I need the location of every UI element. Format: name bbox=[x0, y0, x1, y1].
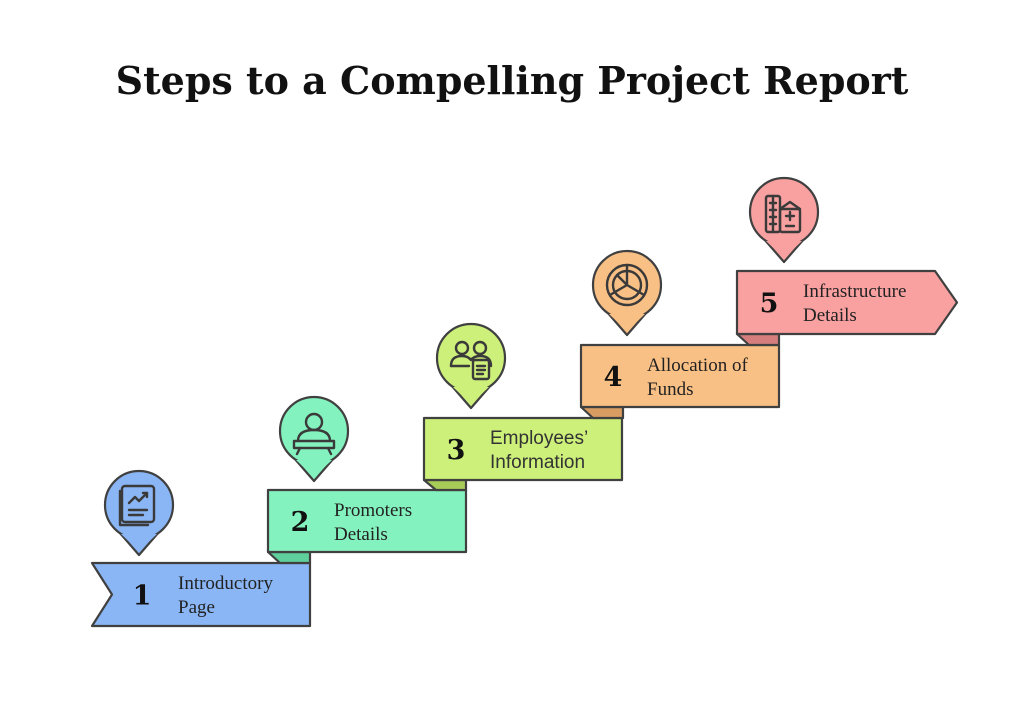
step-3-label-line-1: Employees’ bbox=[490, 428, 588, 449]
pin-circle bbox=[435, 322, 507, 394]
employees-document-icon bbox=[449, 340, 493, 381]
step-1-label-line-1: Introductory bbox=[178, 573, 273, 594]
pin-circle bbox=[748, 176, 820, 248]
buildings-icon-stroke bbox=[784, 210, 796, 228]
pin-joint bbox=[296, 460, 332, 477]
employees-document-icon-stroke bbox=[472, 340, 488, 356]
presenter-pin bbox=[278, 395, 350, 483]
step-1-banner bbox=[90, 561, 312, 628]
step-5-number: 5 bbox=[760, 289, 779, 320]
diagram-title: Steps to a Compelling Project Report bbox=[116, 58, 909, 103]
document-chart-icon-stroke bbox=[118, 489, 150, 527]
employees-document-pin bbox=[435, 322, 507, 410]
pin-joint bbox=[609, 314, 645, 331]
step-3-number: 3 bbox=[447, 435, 466, 466]
step-5-label-line-2: Details bbox=[803, 305, 857, 326]
pin-joint bbox=[121, 534, 157, 551]
pie-chart-pin bbox=[591, 249, 663, 337]
step-2-label-line-2: Details bbox=[334, 524, 388, 545]
step-2-banner bbox=[266, 488, 468, 554]
presenter-icon-stroke bbox=[292, 439, 336, 450]
step-4-banner bbox=[579, 343, 781, 409]
step-3-label-line-2: Information bbox=[490, 452, 585, 473]
step-2-number: 2 bbox=[291, 507, 310, 538]
step-2-label-line-1: Promoters bbox=[334, 500, 412, 521]
employees-document-icon-stroke bbox=[471, 358, 491, 381]
document-chart-icon-stroke bbox=[127, 491, 149, 505]
step-5-fold bbox=[735, 332, 781, 347]
presenter-icon-stroke bbox=[295, 446, 333, 456]
document-chart-pin bbox=[103, 469, 175, 557]
step-5-banner bbox=[735, 269, 959, 336]
buildings-icon bbox=[764, 194, 802, 234]
step-1-number: 1 bbox=[133, 581, 152, 612]
document-chart-icon bbox=[118, 484, 156, 527]
employees-document-icon-stroke bbox=[454, 340, 470, 356]
buildings-icon-stroke bbox=[778, 200, 802, 211]
buildings-icon-stroke bbox=[778, 207, 802, 234]
employees-document-icon-stroke bbox=[449, 354, 493, 368]
step-4-label-line-1: Allocation of bbox=[647, 355, 748, 376]
step-4-number: 4 bbox=[604, 362, 623, 393]
document-chart-icon-stroke bbox=[127, 508, 149, 517]
pin-circle bbox=[103, 469, 175, 541]
pie-chart-icon bbox=[605, 263, 649, 307]
pin-joint bbox=[453, 387, 489, 404]
document-chart-icon-stroke bbox=[141, 491, 149, 499]
pie-chart-icon-stroke bbox=[608, 263, 646, 297]
presenter-icon-stroke bbox=[296, 428, 332, 443]
step-3-fold bbox=[422, 478, 468, 492]
buildings-pin bbox=[748, 176, 820, 264]
step-4-label-line-2: Funds bbox=[647, 379, 693, 400]
step-5-label-line-1: Infrastructure bbox=[803, 281, 906, 302]
step-2-fold bbox=[266, 550, 312, 565]
step-1-label-line-2: Page bbox=[178, 597, 215, 618]
step-4-fold bbox=[579, 405, 625, 420]
document-chart-icon-stroke bbox=[120, 484, 156, 524]
presenter-icon bbox=[292, 412, 336, 456]
step-3-banner bbox=[422, 416, 624, 482]
pie-chart-icon-stroke bbox=[613, 269, 641, 294]
pin-joint bbox=[766, 241, 802, 258]
employees-document-icon-stroke bbox=[475, 364, 487, 376]
